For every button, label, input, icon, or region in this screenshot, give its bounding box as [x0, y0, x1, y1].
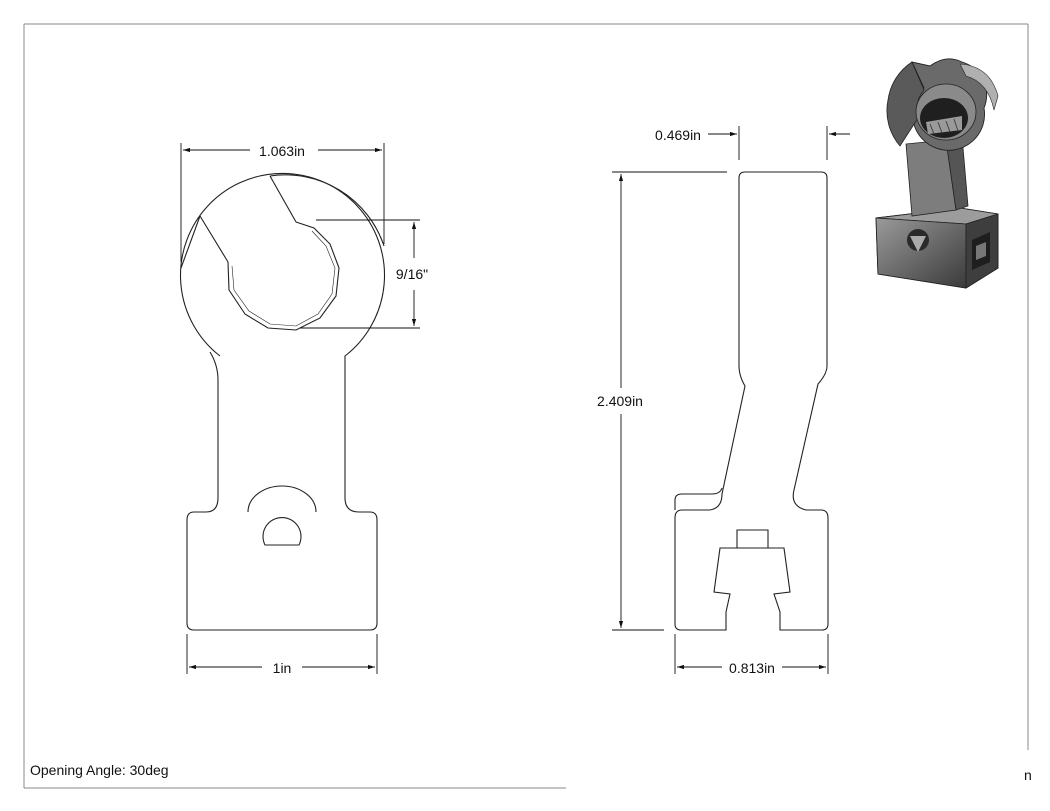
side-thickness-label: 0.469in [655, 127, 701, 143]
opening-angle-note: Opening Angle: 30deg [30, 762, 169, 778]
side-dim-top [708, 126, 850, 160]
opening-size-label: 9/16" [396, 266, 428, 282]
front-dim-top [180, 143, 385, 262]
side-height-label: 2.409in [597, 393, 643, 409]
side-upper-bar [674, 171, 829, 631]
front-pin-hole [262, 516, 302, 546]
front-bore [227, 221, 340, 331]
front-jaw-left [180, 215, 201, 269]
front-width-bottom-label: 1in [273, 660, 292, 676]
front-view [179, 172, 386, 631]
front-bore-inner [231, 230, 336, 327]
side-dim-bottom [674, 634, 829, 674]
front-jaw-right [269, 175, 297, 223]
side-dim-height [612, 171, 727, 631]
front-jaw-edge [199, 215, 229, 263]
front-head-outline [179, 172, 386, 631]
sheet-border [23, 23, 1029, 789]
isometric-render [875, 58, 999, 289]
corner-mark: n [1024, 767, 1032, 783]
front-width-top-label: 1.063in [259, 143, 305, 159]
front-shaft-bump [247, 485, 317, 513]
front-head-top [269, 174, 385, 247]
side-shoulder [674, 487, 723, 510]
front-dim-opening [300, 219, 420, 329]
side-view [674, 171, 829, 631]
side-width-bottom-label: 0.813in [729, 660, 775, 676]
front-dim-bottom [186, 634, 378, 674]
